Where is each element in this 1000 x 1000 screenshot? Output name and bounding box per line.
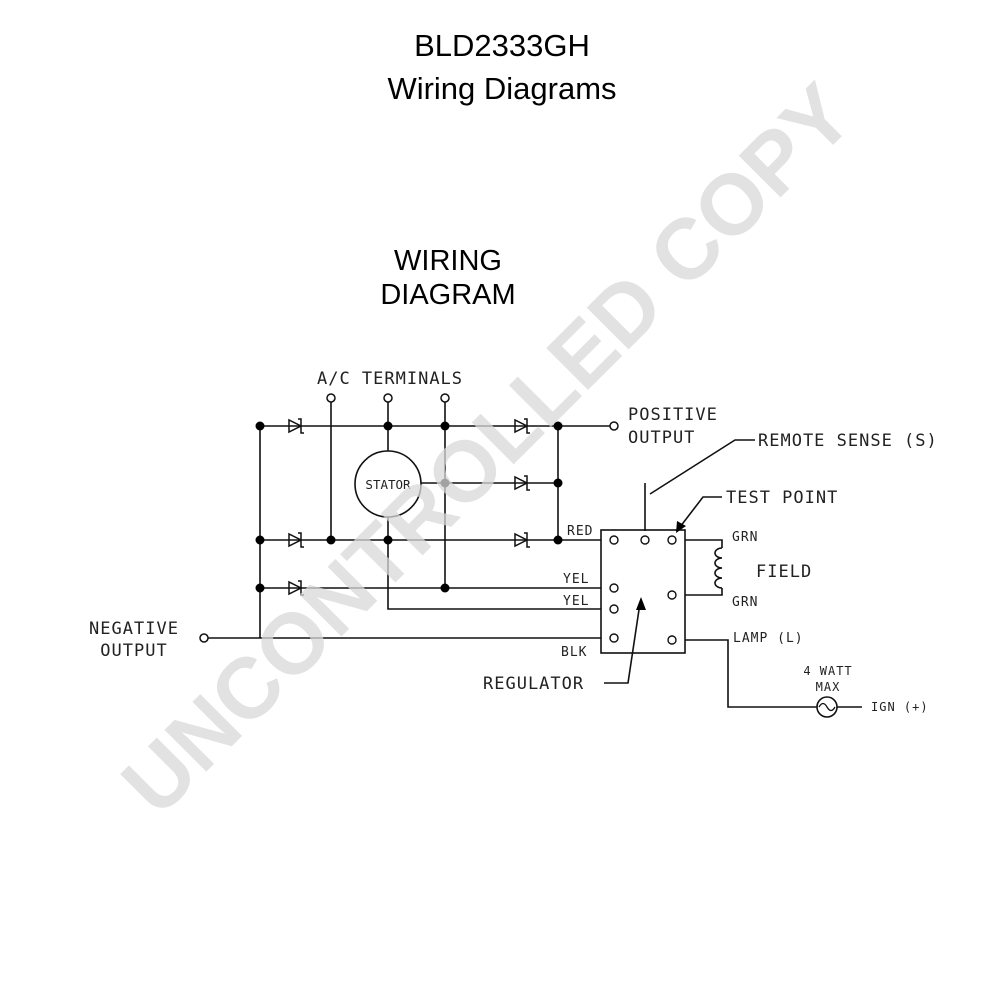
grn-top-label: GRN [732, 530, 758, 545]
regulator-terminal-red [609, 535, 619, 545]
negative-output-label-2: OUTPUT [100, 641, 167, 661]
red-wire-label: RED [567, 524, 593, 539]
grn-bottom-label: GRN [732, 595, 758, 610]
junction-dots [255, 421, 563, 593]
diode-top-right [514, 418, 530, 434]
regulator-terminal-lamp [667, 635, 677, 645]
diode-top-left [288, 418, 304, 434]
regulator-terminal-field-bottom [667, 590, 677, 600]
regulator-terminal-blk [609, 633, 619, 643]
test-point-label: TEST POINT [726, 488, 838, 508]
lamp-watt-label-1: 4 WATT [803, 664, 852, 678]
page-subtitle: Wiring Diagrams [387, 71, 616, 106]
regulator-label: REGULATOR [483, 674, 584, 694]
blk-wire-label: BLK [561, 645, 587, 660]
remote-sense-label: REMOTE SENSE (S) [758, 431, 938, 451]
yel-wire-label-1: YEL [563, 572, 589, 587]
diode-red-right [514, 532, 530, 548]
positive-output-label-1: POSITIVE [628, 405, 718, 425]
regulator-terminal-yel-2 [609, 604, 619, 614]
regulator-terminal-yel-1 [609, 583, 619, 593]
ac-terminal-2 [383, 393, 393, 403]
diagram-heading-line2: DIAGRAM [380, 279, 515, 311]
positive-output-terminal [609, 421, 619, 431]
regulator-terminal-field-top [667, 535, 677, 545]
stator: STATOR [354, 450, 422, 518]
model-title: BLD2333GH [414, 28, 590, 63]
regulator [600, 529, 686, 654]
ac-terminal-3 [440, 393, 450, 403]
ign-label: IGN (+) [871, 700, 929, 714]
uncontrolled-copy-watermark: UNCONTROLLED COPY [104, 66, 871, 833]
lamp-watt-label-2: MAX [816, 680, 841, 694]
diode-yel-left [288, 580, 304, 596]
open-terminals [199, 393, 619, 643]
rectifier-diodes [288, 418, 530, 596]
diode-red-left [288, 532, 304, 548]
leader-lines [604, 439, 755, 684]
stator-label: STATOR [365, 477, 411, 492]
negative-output-label-1: NEGATIVE [89, 619, 179, 639]
diode-middle-right [514, 475, 530, 491]
indicator-lamp [816, 696, 838, 718]
ac-terminals-label: A/C TERMINALS [317, 369, 463, 389]
negative-output-terminal [199, 633, 209, 643]
field-label: FIELD [756, 562, 812, 582]
positive-output-label-2: OUTPUT [628, 428, 695, 448]
yel-wire-label-2: YEL [563, 594, 589, 609]
lamp-label: LAMP (L) [733, 631, 804, 646]
ac-terminal-1 [326, 393, 336, 403]
diagram-heading-line1: WIRING [394, 245, 502, 277]
regulator-terminal-sense [640, 535, 650, 545]
field-coil [714, 547, 723, 589]
